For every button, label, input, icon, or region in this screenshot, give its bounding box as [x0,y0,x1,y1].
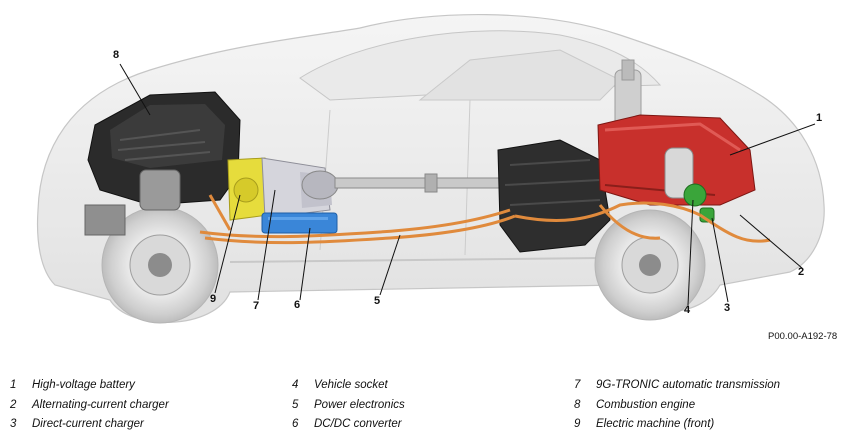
legend-label: Power electronics [314,399,405,411]
rear-fuel-tank [497,139,611,253]
legend-number: 8 [574,399,581,411]
legend-label: Electric machine (front) [596,418,715,430]
automatic-transmission [261,157,339,219]
callout-9: 9 [210,293,217,305]
callout-6: 6 [294,299,301,311]
callout-leaders [119,63,816,306]
legend-label: High-voltage battery [32,379,135,391]
legend-number: 4 [292,379,299,391]
legend-number: 6 [292,418,299,430]
callout-2: 2 [798,266,805,278]
rear-wheel [594,209,706,321]
dcdc-converter [261,212,338,234]
legend-number: 1 [10,379,17,391]
legend-label: DC/DC converter [314,418,402,430]
vehicle-cutaway-diagram [36,13,825,324]
legend-label: Combustion engine [596,399,696,411]
legend-label: Alternating-current charger [32,399,169,411]
callout-5: 5 [374,295,381,307]
callout-1: 1 [816,112,823,124]
callout-7: 7 [253,300,260,312]
legend-number: 5 [292,399,299,411]
legend: 1 High-voltage battery 2 Alternating-cur… [0,377,842,437]
callout-4: 4 [684,304,691,316]
combustion-engine [84,91,241,236]
legend-label: Direct-current charger [32,418,144,430]
vehicle-socket [683,183,707,207]
high-voltage-cable-harness [199,194,771,245]
legend-label: 9G-TRONIC automatic transmission [596,379,781,391]
legend-number: 9 [574,418,581,430]
figure-reference: P00.00-A192-78 [768,331,838,342]
legend-number: 3 [10,418,17,430]
legend-number: 7 [574,379,581,391]
callout-8: 8 [113,49,120,61]
legend-number: 2 [10,399,17,411]
ac-charger [664,147,694,199]
callout-3: 3 [724,302,731,314]
legend-label: Vehicle socket [314,379,388,391]
